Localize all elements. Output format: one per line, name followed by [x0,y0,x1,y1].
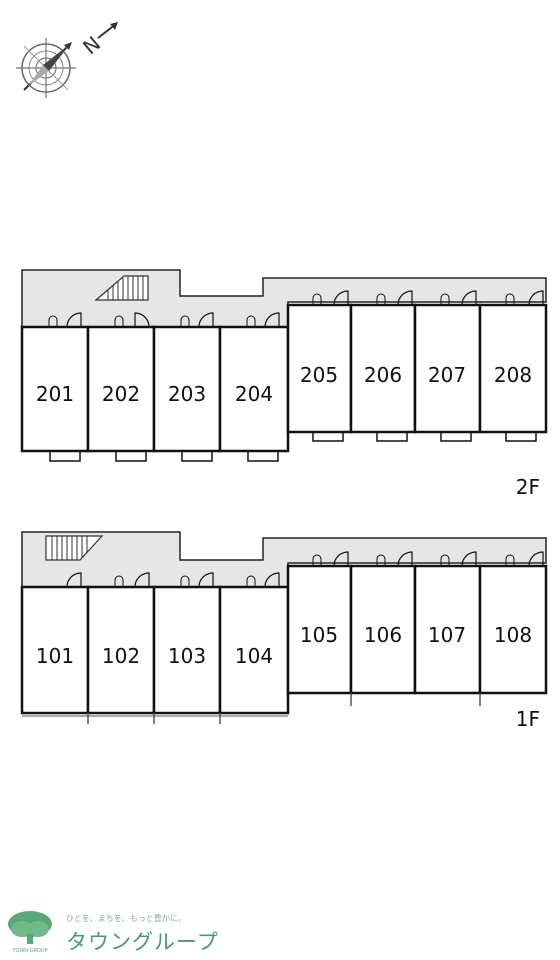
door-swing-icon [66,572,82,588]
unit-203[interactable]: 203 [152,312,222,462]
unit-number: 202 [102,382,140,406]
door-swing-icon [397,290,413,306]
tree-logo-icon: TOWN GROUP [2,906,58,954]
unit-number: 208 [494,363,532,387]
unit-number: 201 [36,382,74,406]
door-swing-icon [528,551,544,567]
unit-208[interactable]: 208 [478,290,548,442]
meter-box-icon [246,315,256,327]
balcony [376,431,408,442]
meter-box-icon [312,293,322,305]
unit-106[interactable]: 106 [349,551,417,695]
door-swing-icon [528,290,544,306]
door-swing-icon [134,312,150,328]
unit-number: 106 [364,623,402,647]
door-swing-icon [134,572,150,588]
meter-box-icon [312,554,322,566]
door-swing-icon [333,290,349,306]
unit-number: 107 [428,623,466,647]
balcony [505,431,537,442]
unit-101[interactable]: 101 [20,572,90,715]
unit-102[interactable]: 102 [86,572,156,715]
logo-mark-caption: TOWN GROUP [11,948,47,954]
unit-number: 204 [235,382,273,406]
meter-box-icon [114,315,124,327]
staircase-2f-icon [94,275,149,301]
unit-104[interactable]: 104 [218,572,290,715]
balcony [181,450,213,462]
unit-number: 108 [494,623,532,647]
meter-box-icon [376,554,386,566]
unit-207[interactable]: 207 [413,290,482,442]
door-swing-icon [333,551,349,567]
unit-205[interactable]: 205 [286,290,353,442]
logo-company-name: タウングループ [66,930,219,954]
door-swing-icon [397,551,413,567]
yard-boundary [22,693,481,724]
meter-box-icon [246,575,256,587]
balcony [440,431,472,442]
unit-107[interactable]: 107 [413,551,482,695]
unit-number: 104 [235,644,273,668]
door-swing-icon [264,572,280,588]
meter-box-icon [48,315,58,327]
unit-number: 102 [102,644,140,668]
floor-2f: 201 202 203 204 20 [20,269,548,499]
unit-206[interactable]: 206 [349,290,417,442]
meter-box-icon [440,554,450,566]
meter-box-icon [180,575,190,587]
meter-box-icon [114,575,124,587]
door-swing-icon [461,551,477,567]
unit-number: 101 [36,644,74,668]
floor-label-1f: 1F [516,707,540,731]
floor-label-2f: 2F [516,475,540,499]
unit-202[interactable]: 202 [86,312,156,462]
logo-tagline: ひとを、まちを、もっと豊かに。 [66,913,186,923]
north-arrow-compass-icon [16,38,76,98]
balcony [312,431,344,442]
north-arrowhead-icon [110,22,118,30]
unit-number: 205 [300,363,338,387]
unit-105[interactable]: 105 [286,551,353,695]
unit-103[interactable]: 103 [152,572,222,715]
balcony [49,450,81,462]
unit-number: 207 [428,363,466,387]
meter-box-icon [505,554,515,566]
unit-number: 206 [364,363,402,387]
unit-number: 105 [300,623,338,647]
balcony [115,450,147,462]
floor-1f: 101 102 103 104 105 1 [20,531,548,731]
door-swing-icon [461,290,477,306]
unit-number: 203 [168,382,206,406]
unit-204[interactable]: 204 [218,312,290,462]
door-swing-icon [264,312,280,328]
door-swing-icon [66,312,82,328]
meter-box-icon [180,315,190,327]
meter-box-icon [440,293,450,305]
door-swing-icon [198,312,214,328]
unit-number: 103 [168,644,206,668]
door-swing-icon [198,572,214,588]
company-logo: TOWN GROUP ひとを、まちを、もっと豊かに。 タウングループ [2,906,219,954]
meter-box-icon [505,293,515,305]
staircase-1f-icon [45,535,104,561]
meter-box-icon [376,293,386,305]
unit-108[interactable]: 108 [478,551,548,695]
unit-201[interactable]: 201 [20,312,90,462]
balcony [247,450,279,462]
